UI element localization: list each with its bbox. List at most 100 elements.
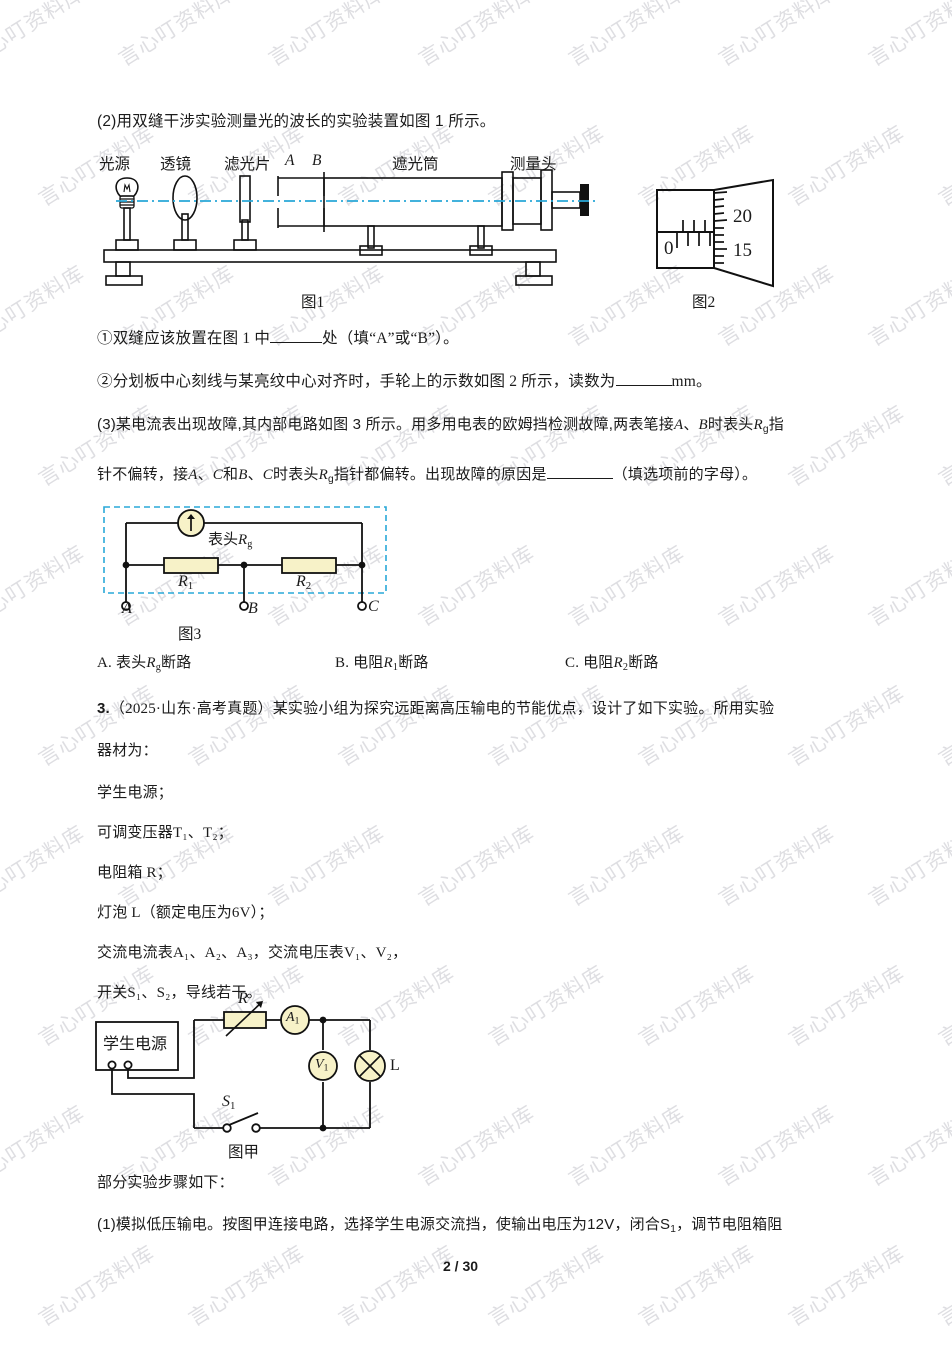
option-c-sub: 2 xyxy=(622,661,629,673)
watermark-text: 言心叮资料库 xyxy=(864,260,952,351)
label-light-source: 光源 xyxy=(99,156,131,173)
watermark-text: 言心叮资料库 xyxy=(564,0,689,71)
figure-jia-caption: 图甲 xyxy=(228,1144,260,1161)
label-lens: 透镜 xyxy=(160,156,192,173)
option-a[interactable]: A. 表头Rg断路 xyxy=(97,652,191,675)
micrometer-barrel-zero: 0 xyxy=(664,238,674,259)
watermark-text: 言心叮资料库 xyxy=(114,0,239,71)
question3-stem-line2: 器材为： xyxy=(97,743,158,759)
sub1-text-post: 处（填“A”或“B”）。 xyxy=(322,330,459,347)
question3-number: 3. xyxy=(97,700,110,717)
watermark-text: 言心叮资料库 xyxy=(714,1100,839,1191)
q3p-l2-a: 针不偏转，接 xyxy=(97,466,189,483)
option-c[interactable]: C. 电阻R2断路 xyxy=(565,652,659,675)
switch-letter: S xyxy=(222,1093,230,1110)
q3p-l2-m: （填选项前的字母）。 xyxy=(612,466,758,483)
r2-sub: 2 xyxy=(305,580,312,593)
option-c-prefix: 电阻 xyxy=(583,655,614,671)
watermark-text: 言心叮资料库 xyxy=(184,1240,309,1331)
option-c-symbol: R xyxy=(613,655,623,671)
q3p-l2-f: B xyxy=(238,467,248,483)
watermark-text: 言心叮资料库 xyxy=(864,1100,952,1191)
q3p-l1-h: 指 xyxy=(768,416,784,433)
option-b[interactable]: B. 电阻R1断路 xyxy=(335,652,429,675)
question2-sub1: ①双缝应该放置在图 1 中 处（填“A”或“B”）。 xyxy=(97,327,459,350)
figure-jia-lamp-label: L xyxy=(390,1057,400,1074)
watermark-text: 言心叮资料库 xyxy=(334,1240,459,1331)
label-light-tube: 遮光筒 xyxy=(392,156,439,173)
watermark-text: 言心叮资料库 xyxy=(484,1240,609,1331)
ammeter-sub: 1 xyxy=(294,1016,300,1027)
figure-jia-power-supply-label: 学生电源 xyxy=(103,1036,168,1053)
watermark-text: 言心叮资料库 xyxy=(0,0,89,71)
figure-1-optical-bench xyxy=(96,168,608,288)
watermark-text: 言心叮资料库 xyxy=(784,680,909,771)
q3p-answer-blank[interactable] xyxy=(546,478,613,479)
watermark-text: 言心叮资料库 xyxy=(934,960,952,1051)
q3p-l1-b: A xyxy=(673,417,684,433)
watermark-text: 言心叮资料库 xyxy=(184,680,309,771)
question3-part-line1: (3)某电流表出现故障,其内部电路如图 3 所示。用多用电表的欧姆挡检测故障,两… xyxy=(97,414,784,437)
watermark-text: 言心叮资料库 xyxy=(784,1240,909,1331)
watermark-text: 言心叮资料库 xyxy=(634,960,759,1051)
micrometer-tick-20: 20 xyxy=(733,206,752,227)
option-b-letter: B. xyxy=(335,655,350,671)
option-c-letter: C. xyxy=(565,655,580,671)
question3-heading: 3.（2025·山东·高考真题）某实验小组为探究远距离高压输电的节能优点，设计了… xyxy=(97,698,774,721)
meter-label-symbol: R xyxy=(238,532,248,548)
step1-text-a: (1)模拟低压输电。按图甲连接电路，选择学生电源交流挡，使输出电压为12V，闭合… xyxy=(97,1216,671,1233)
label-slit-b: B xyxy=(312,152,322,169)
figure3-meter-label: 表头Rg xyxy=(208,528,252,550)
figure-2-caption: 图2 xyxy=(692,294,716,311)
question3-source: （2025·山东·高考真题） xyxy=(109,701,273,717)
q3p-l1-a: (3)某电流表出现故障,其内部电路如图 3 所示。用多用电表的欧姆挡检测故障,两… xyxy=(97,416,674,433)
watermark-text: 言心叮资料库 xyxy=(564,540,689,631)
figure3-terminal-b: B xyxy=(248,600,258,617)
q3p-l2-d: C xyxy=(212,467,223,483)
question3-part-line2: 针不偏转，接A、C和B、C时表头Rg指针都偏转。出现故障的原因是（填选项前的字母… xyxy=(97,464,757,487)
r1-symbol: R xyxy=(178,573,188,590)
watermark-text: 言心叮资料库 xyxy=(714,540,839,631)
q3p-l1-f: R xyxy=(753,417,763,433)
option-a-suffix: 断路 xyxy=(161,655,192,671)
option-a-prefix: 表头 xyxy=(115,655,147,671)
q3p-l1-e: 时表头 xyxy=(707,416,754,433)
option-b-sub: 1 xyxy=(392,661,399,673)
watermark-text: 言心叮资料库 xyxy=(634,680,759,771)
q3p-l1-g: g xyxy=(762,423,769,435)
q3p-l1-d: B xyxy=(698,417,708,433)
r2-symbol: R xyxy=(296,573,306,590)
figure-3-caption: 图3 xyxy=(178,626,202,643)
watermark-text: 言心叮资料库 xyxy=(264,820,389,911)
steps-header: 部分实验步骤如下： xyxy=(97,1175,234,1191)
step1-sub: 1 xyxy=(670,1223,677,1235)
option-b-suffix: 断路 xyxy=(398,655,429,671)
sub2-text-post: mm。 xyxy=(671,373,712,390)
q3p-l2-k: g xyxy=(327,473,334,485)
q3p-l2-l: 指针都偏转。出现故障的原因是 xyxy=(333,466,547,483)
sub1-answer-blank[interactable] xyxy=(270,342,323,343)
watermark-text: 言心叮资料库 xyxy=(414,820,539,911)
equipment-item-0: 学生电源； xyxy=(97,785,174,801)
watermark-text: 言心叮资料库 xyxy=(784,120,909,211)
step1-text-b: ，调节电阻箱阻 xyxy=(676,1216,783,1233)
watermark-text: 言心叮资料库 xyxy=(634,1240,759,1331)
equipment-item-1: 可调变压器T₁、T₂； xyxy=(97,825,233,841)
watermark-text: 言心叮资料库 xyxy=(484,960,609,1051)
step-1: (1)模拟低压输电。按图甲连接电路，选择学生电源交流挡，使输出电压为12V，闭合… xyxy=(97,1214,783,1237)
sub2-answer-blank[interactable] xyxy=(615,385,672,386)
watermark-text: 言心叮资料库 xyxy=(934,1240,952,1331)
q3p-l2-c: 、 xyxy=(197,466,213,483)
q3p-l1-c: 、 xyxy=(683,416,699,433)
watermark-text: 言心叮资料库 xyxy=(714,0,839,71)
question2-stem: (2)用双缝干涉实验测量光的波长的实验装置如图 1 所示。 xyxy=(97,113,496,130)
option-b-prefix: 电阻 xyxy=(353,655,384,671)
option-b-symbol: R xyxy=(383,655,393,671)
meter-label-sub: g xyxy=(247,538,253,550)
figure-jia-voltmeter-label: V1 xyxy=(315,1057,328,1074)
watermark-text: 言心叮资料库 xyxy=(714,820,839,911)
q3p-l2-g: 、 xyxy=(247,466,263,483)
sub1-text-pre: ①双缝应该放置在图 1 中 xyxy=(97,330,271,347)
